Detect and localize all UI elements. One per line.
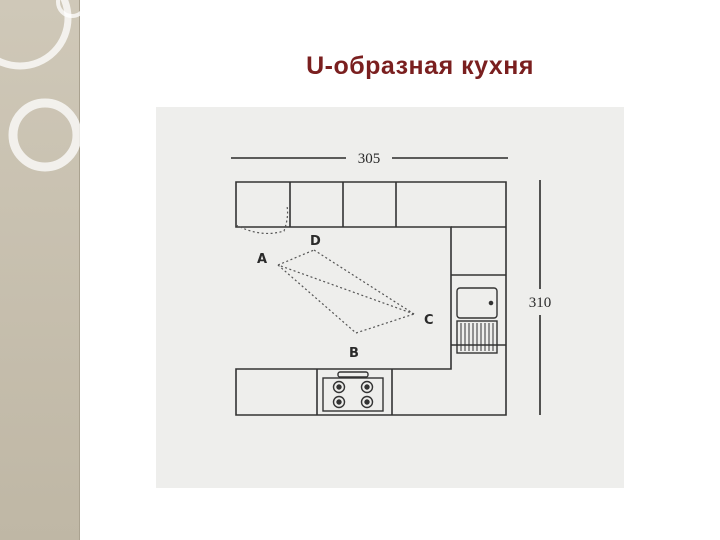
work-triangle-lines xyxy=(235,205,415,334)
point-label-a: A xyxy=(257,252,267,267)
stove-icon xyxy=(322,371,384,412)
kitchen-plan-diagram: 305 310 xyxy=(156,107,624,488)
point-label-b: B xyxy=(349,346,359,361)
decorative-side-strip xyxy=(0,0,80,540)
width-dimension-label: 305 xyxy=(358,151,381,167)
point-label-c: C xyxy=(424,313,434,328)
decorative-circles xyxy=(0,0,80,172)
point-label-d: D xyxy=(310,234,321,249)
sink-icon xyxy=(456,287,498,354)
height-dimension-label: 310 xyxy=(529,295,552,311)
slide-title: U-образная кухня xyxy=(306,52,534,80)
